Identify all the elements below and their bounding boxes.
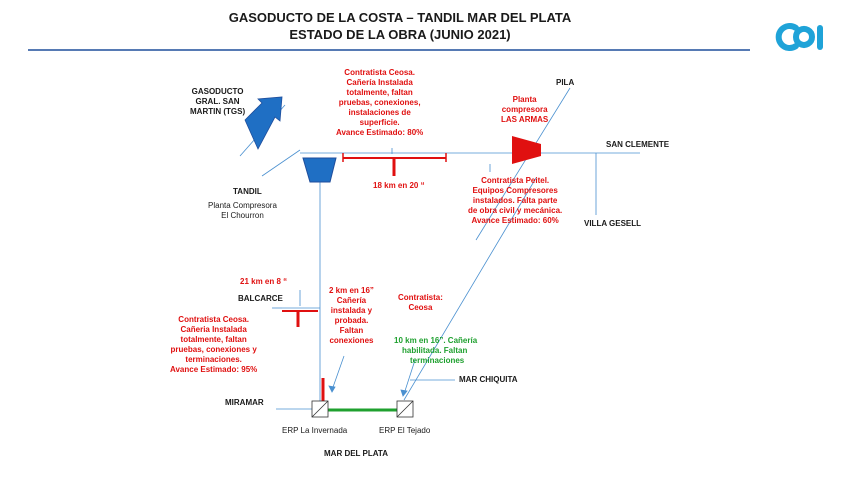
label-tandil: TANDIL: [233, 187, 262, 196]
pila-line: [475, 87, 571, 241]
title-line-2: ESTADO DE LA OBRA (JUNIO 2021): [289, 27, 511, 42]
coast-line: [403, 177, 537, 401]
erp-invernada-icon: [311, 400, 329, 418]
note-peitel: Contratista Peitel. Equipos Compresores …: [468, 176, 563, 225]
label-gasoducto: GASODUCTO GRAL. SAN MARTIN (TGS): [190, 87, 246, 116]
label-balcarce: BALCARCE: [238, 294, 283, 303]
pointer-2km-arrow: [331, 355, 345, 391]
pointer-10km-arrow: [403, 359, 416, 395]
title-line-1: GASODUCTO DE LA COSTA – TANDIL MAR DEL P…: [228, 10, 572, 25]
tramo-18km-marker: [342, 153, 447, 176]
note-contratista-ceosa: Contratista: Ceosa: [398, 293, 443, 312]
label-pila: PILA: [556, 78, 575, 87]
note-ceosa-top: Contratista Ceosa. Cañería Instalada tot…: [336, 68, 424, 137]
note-planta-armas: Planta compresora LAS ARMAS: [501, 95, 549, 124]
erp-tejado-icon: [396, 400, 414, 418]
label-mar-del-plata: MAR DEL PLATA: [324, 449, 388, 458]
label-san-clemente: SAN CLEMENTE: [606, 140, 670, 149]
note-ceosa-left: Contratista Ceosa. Cañeria Instalada tot…: [170, 315, 258, 374]
label-erp-invernada: ERP La Invernada: [282, 426, 348, 435]
label-planta-chourron: Planta Compresora El Chourron: [208, 201, 277, 220]
tandil-compressor-icon: [302, 157, 337, 183]
note-tramo-2km: 2 km en 16” Cañería instalada y probada.…: [329, 286, 374, 345]
label-mar-chiquita: MAR CHIQUITA: [459, 375, 518, 384]
las-armas-compressor-icon: [512, 136, 541, 164]
note-tramo-18km: 18 km en 20 “: [373, 181, 425, 190]
label-miramar: MIRAMAR: [225, 398, 264, 407]
label-erp-tejado: ERP El Tejado: [379, 426, 431, 435]
label-villa-gesell: VILLA GESELL: [584, 219, 642, 228]
note-tramo-10km: 10 km en 16”. Cañería habilitada. Faltan…: [394, 336, 478, 365]
tgs-arrow-icon: [244, 96, 283, 150]
tramo-21km-marker: [282, 310, 318, 327]
note-tramo-21km: 21 km en 8 “: [240, 277, 288, 286]
tgs-line-lower: [261, 149, 301, 177]
ca-logo-icon: [775, 23, 823, 51]
